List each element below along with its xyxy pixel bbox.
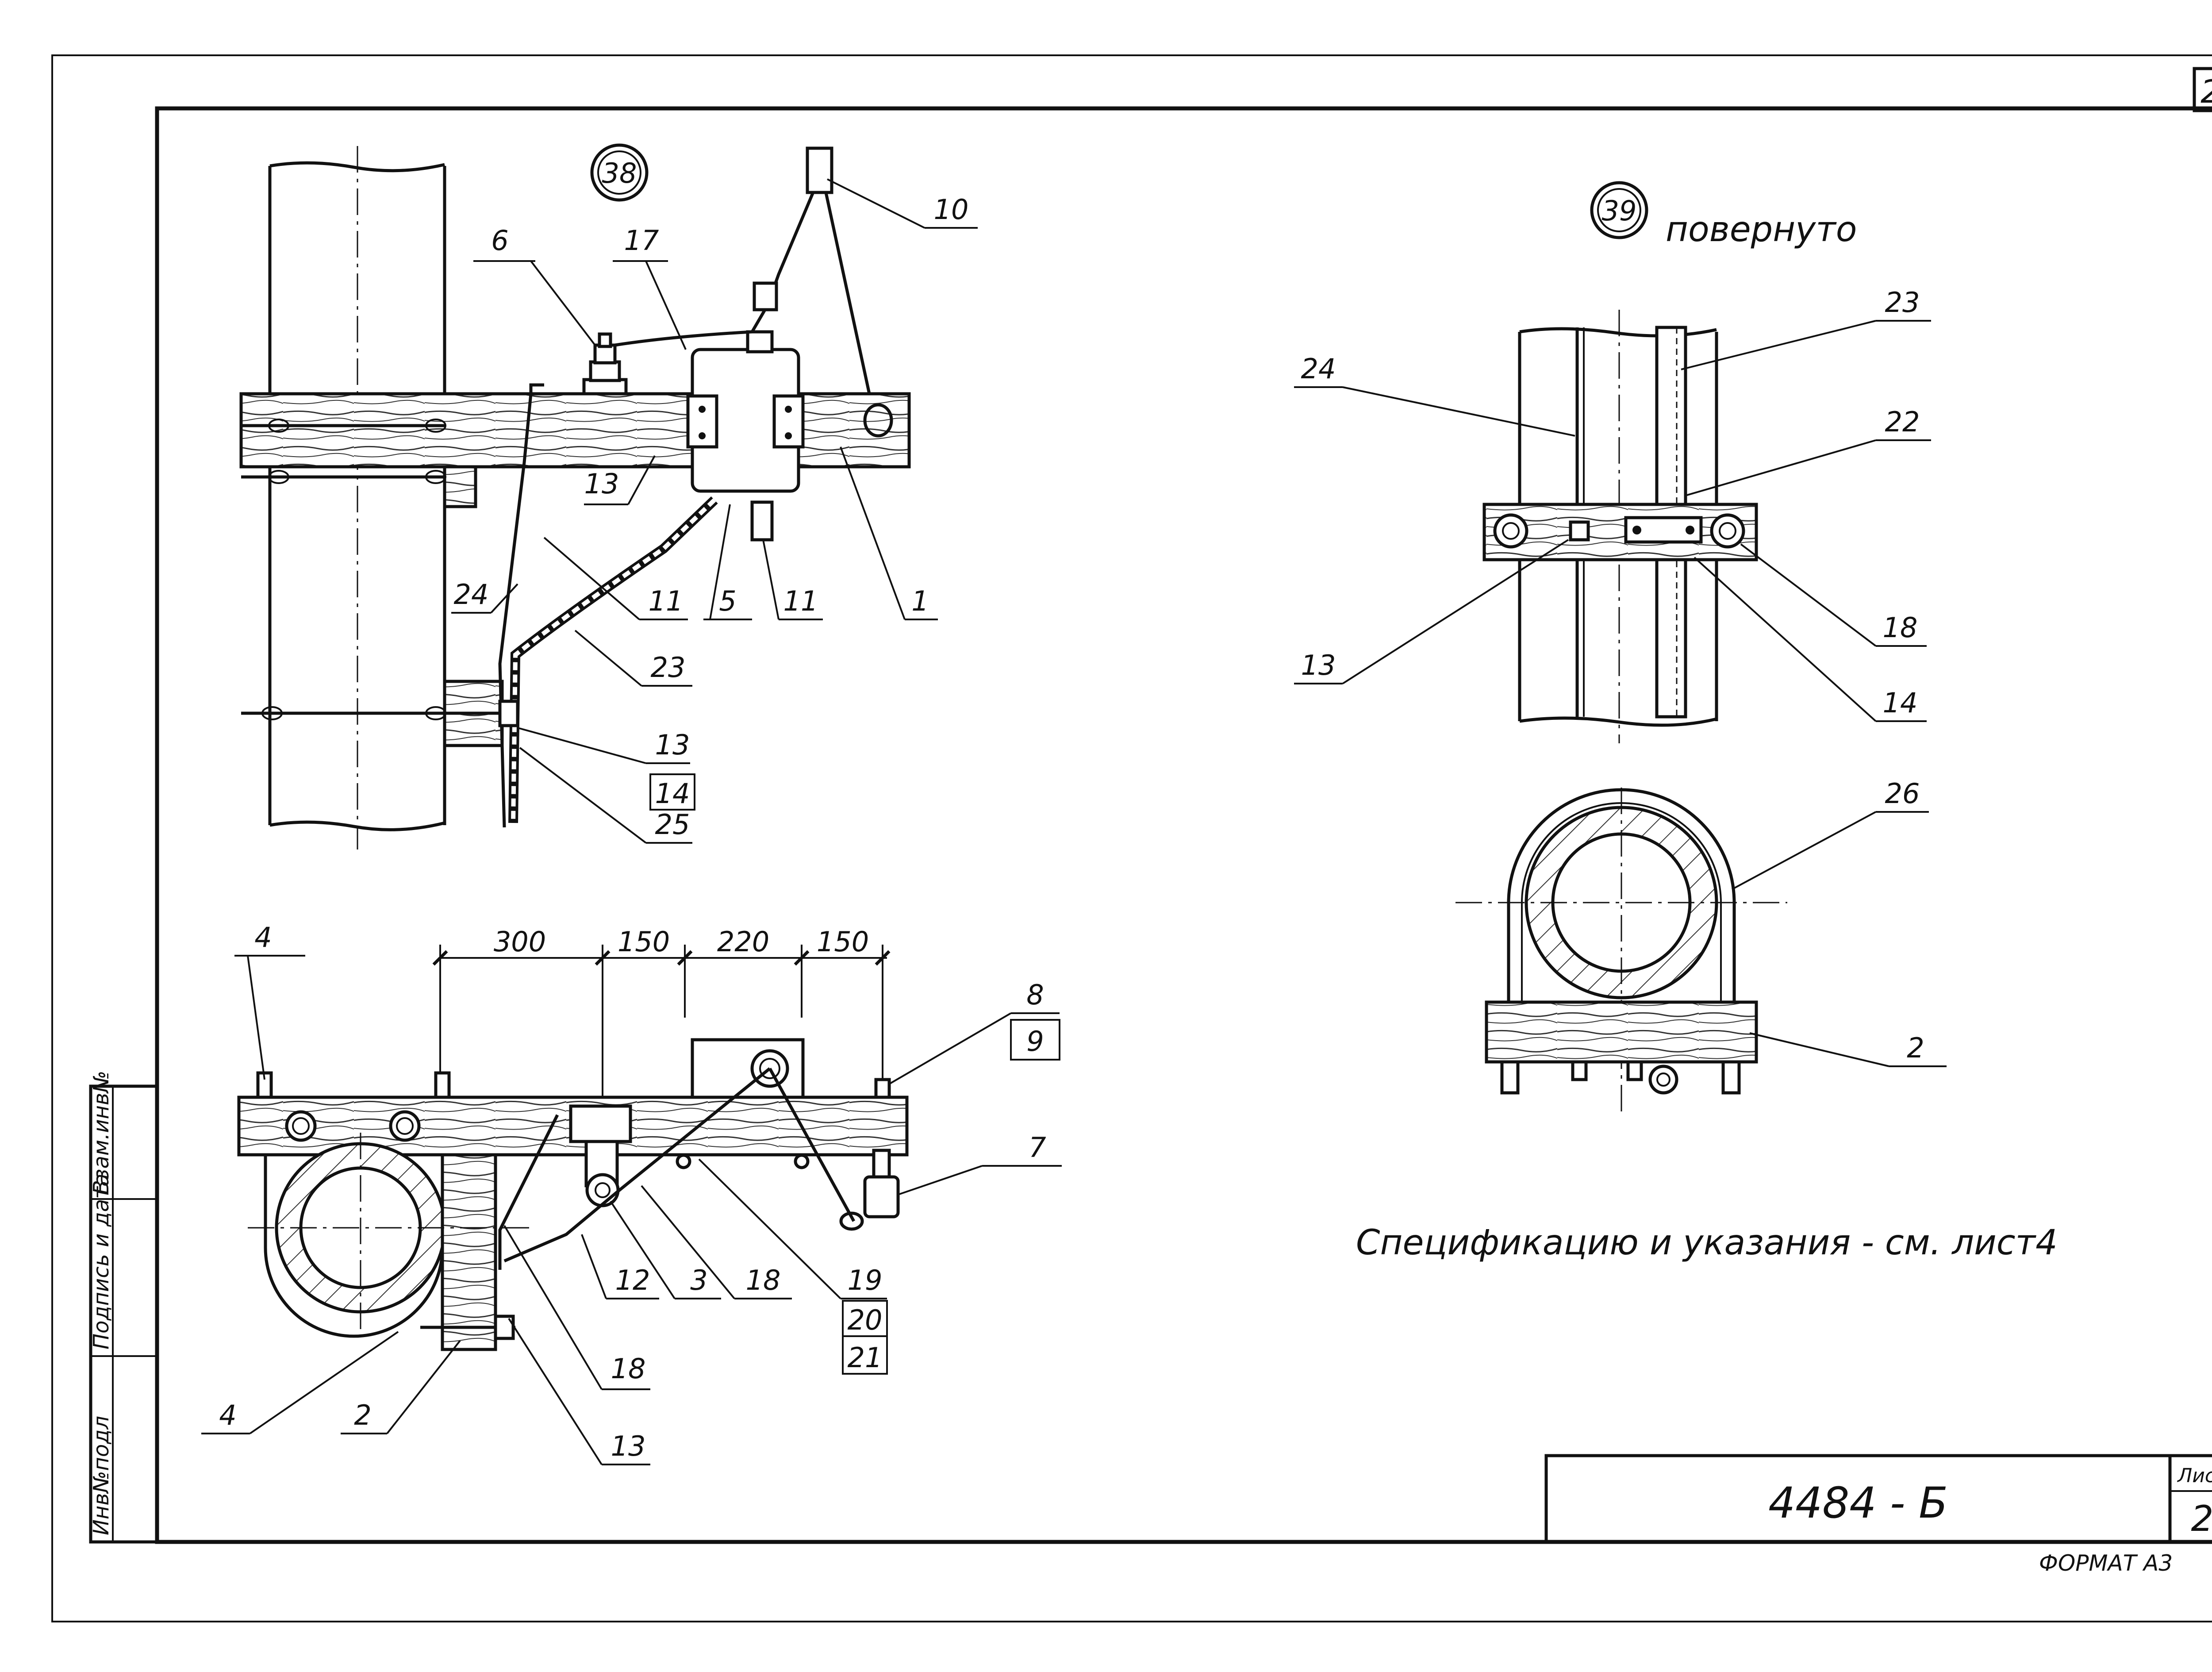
- callout-13-upper: 13: [584, 468, 619, 500]
- title-block: 4484 - Б Лист 2 ФОРМАТ А3: [1544, 1454, 2212, 1576]
- view39-callout-22: 22: [1885, 406, 1920, 438]
- view-39-marker: 39: [1602, 195, 1637, 227]
- plan-callout-21: 21: [848, 1341, 883, 1374]
- plan-callout-7: 7: [1029, 1131, 1046, 1164]
- plan-callout-12: 12: [615, 1264, 650, 1296]
- view39-callout-13: 13: [1301, 649, 1336, 681]
- view39-callout-14: 14: [1883, 687, 1918, 719]
- crossarm: [239, 392, 911, 469]
- callout-1: 1: [911, 585, 929, 617]
- stamp-inv-orig: Инв№подл: [89, 1416, 114, 1535]
- document-code: 4484 - Б: [1768, 1478, 1948, 1528]
- plan-callout-3: 3: [690, 1264, 707, 1296]
- plan-view-callouts: 4 8 9 7 12 3 18 19 20 21 18 4 2 13: [201, 921, 1062, 1465]
- view39-callout-26: 26: [1885, 777, 1920, 810]
- callout-5: 5: [719, 585, 736, 617]
- callout-11-left: 11: [649, 585, 684, 617]
- dim-150-b: 150: [817, 926, 869, 958]
- plan-pole-clamp: [248, 1133, 531, 1351]
- view39-callout-18: 18: [1883, 611, 1918, 644]
- plan-device-box: [691, 1038, 805, 1099]
- insulator-6: [582, 332, 628, 396]
- plan-callout-2: 2: [354, 1399, 371, 1431]
- plan-callout-18-right: 18: [746, 1264, 781, 1296]
- page-number: 26: [2200, 73, 2212, 110]
- dim-220: 220: [717, 926, 769, 958]
- format-label: ФОРМАТ А3: [2039, 1550, 2173, 1576]
- plan-callout-4-bottom: 4: [219, 1399, 236, 1431]
- plan-bracket: [569, 1104, 632, 1207]
- stamp-replace-inv: Взам.инв№: [89, 1071, 114, 1195]
- callout-13-lower: 13: [655, 729, 690, 761]
- dim-150-a: 150: [618, 926, 670, 958]
- view39-callout-24: 24: [1301, 353, 1336, 385]
- plan-view: 300 150 220 150: [237, 926, 909, 1351]
- sheet-label: Лист: [2177, 1464, 2212, 1487]
- dim-300: 300: [494, 926, 546, 958]
- view39-callout-2: 2: [1907, 1032, 1924, 1064]
- view39-section: [1455, 788, 1787, 1115]
- plan-callout-4-top: 4: [254, 921, 272, 953]
- plan-bolts: [256, 1071, 891, 1142]
- crossarm-block: [443, 465, 477, 508]
- rod-24: [498, 383, 544, 828]
- view-39-callouts: 39 повернуто 23 24 22 18 13 14 26 2: [1294, 181, 1947, 1067]
- plan-callout-19: 19: [848, 1264, 883, 1296]
- callout-14: 14: [655, 777, 690, 810]
- plan-insulator-7: [839, 1149, 900, 1231]
- view-39-caption: повернуто: [1666, 210, 1857, 250]
- callout-11-right: 11: [783, 585, 818, 617]
- view-38-marker: 38: [602, 157, 637, 189]
- device-box: [686, 330, 805, 542]
- callout-25: 25: [655, 808, 690, 841]
- side-stamp: Инв№подл Подпись и дата Взам.инв№: [89, 1071, 159, 1544]
- view-38: [239, 146, 911, 849]
- plan-callout-8: 8: [1026, 979, 1044, 1011]
- page-number-box: 26: [2193, 67, 2212, 112]
- clamp-bolts-upper: [241, 419, 446, 484]
- view39-callout-23: 23: [1885, 286, 1920, 319]
- callout-17: 17: [624, 224, 659, 257]
- pole: [268, 146, 446, 849]
- specification-note: Спецификацию и указания - см. лист4: [1356, 1223, 2058, 1263]
- callout-6: 6: [491, 224, 508, 257]
- callout-24: 24: [454, 578, 489, 611]
- stamp-signature-date: Подпись и дата: [89, 1173, 114, 1349]
- callout-23: 23: [651, 651, 686, 684]
- view-39: [1455, 310, 1787, 1115]
- dimension-chain: 300 150 220 150: [432, 926, 891, 1168]
- plan-callout-13: 13: [611, 1430, 646, 1462]
- callout-10: 10: [934, 193, 969, 226]
- plan-callout-18-lower: 18: [611, 1353, 646, 1385]
- view-38-callouts: 38 6 17 10 13 24 11 5 11 1 23 13 14 25: [451, 143, 978, 844]
- sheet-number: 2: [2191, 1498, 2212, 1539]
- plan-callout-20: 20: [848, 1304, 883, 1336]
- plan-callout-9: 9: [1026, 1025, 1044, 1057]
- outer-frame: [51, 54, 2212, 1622]
